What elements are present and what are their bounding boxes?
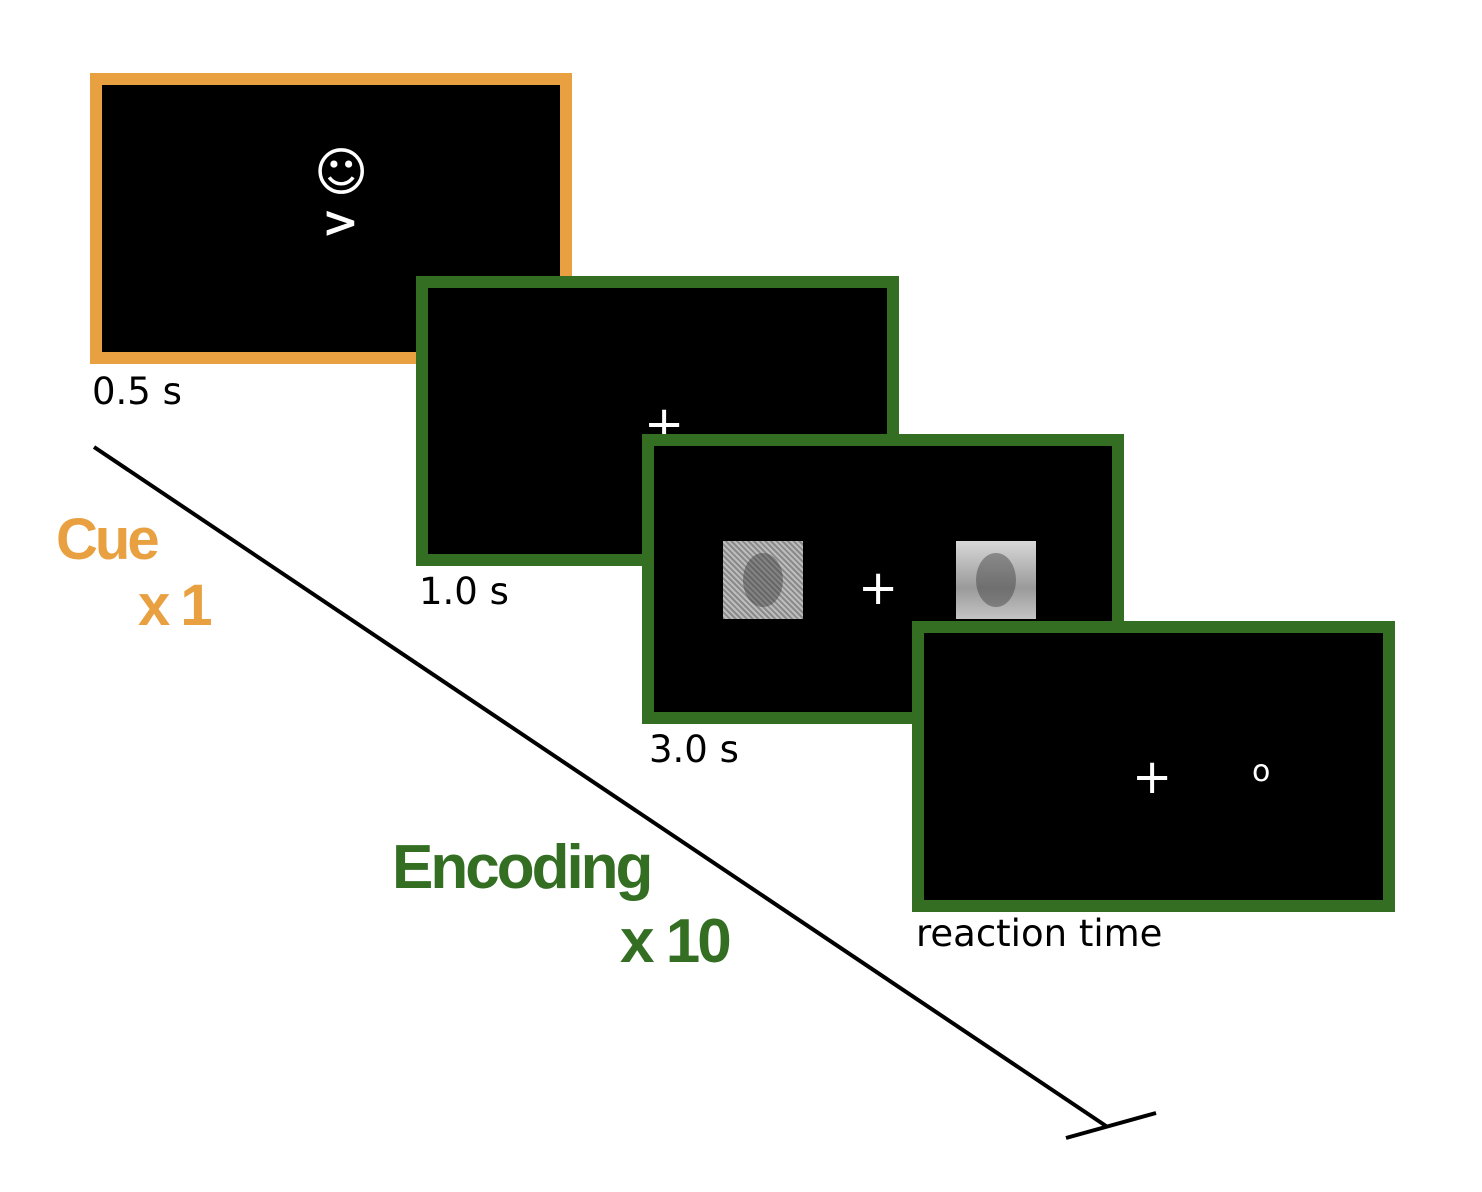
encoding-phase-count: x 10 xyxy=(620,907,732,976)
timeline-end-bar xyxy=(1065,1111,1157,1140)
response-cross: + xyxy=(1132,749,1173,805)
cue-duration: 0.5 s xyxy=(92,370,182,413)
stimulus-duration: 3.0 s xyxy=(649,728,739,771)
fixation-duration: 1.0 s xyxy=(419,570,509,613)
smiley-icon: ☺ xyxy=(314,143,369,203)
encoding-phase-label: Encoding xyxy=(392,833,653,902)
face-image-right xyxy=(956,541,1036,619)
target-circle: o xyxy=(1252,754,1271,789)
response-screen: + o xyxy=(912,621,1395,912)
arrow-right-icon: > xyxy=(322,197,359,248)
stimulus-cross: + xyxy=(858,560,899,616)
cue-phase-label: Cue xyxy=(56,507,160,572)
cue-phase-count: x 1 xyxy=(138,573,213,638)
face-image-left xyxy=(723,541,803,619)
cue-screen: ☺ > xyxy=(90,73,572,364)
response-duration: reaction time xyxy=(916,912,1163,955)
timeline-line xyxy=(92,445,1108,1128)
